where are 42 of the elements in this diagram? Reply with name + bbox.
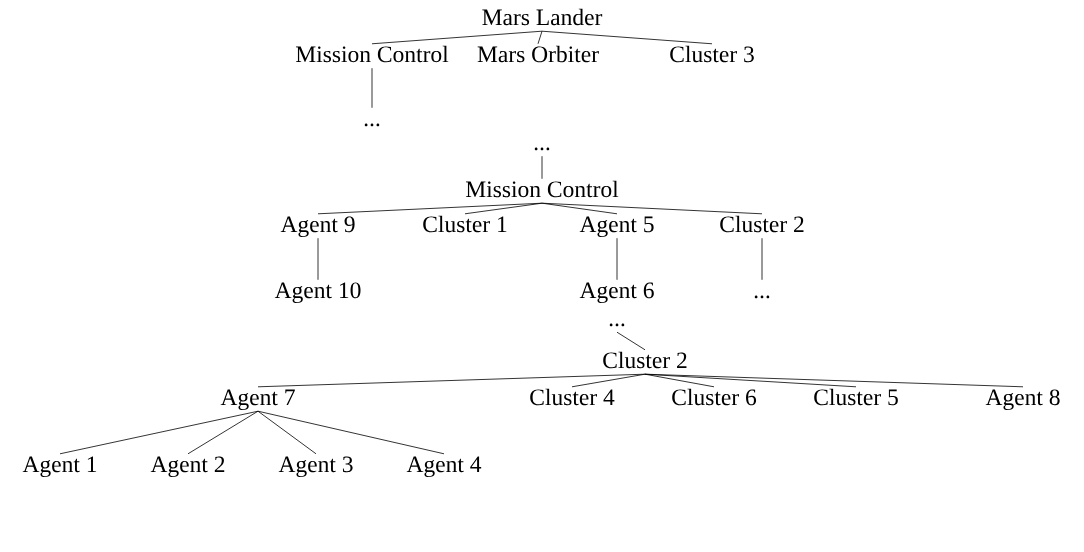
tree-line bbox=[371, 30, 543, 45]
tree-label: Mars Orbiter bbox=[477, 45, 599, 63]
tree-label: Agent 7 bbox=[220, 389, 295, 411]
tree-line bbox=[371, 67, 373, 109]
tree-label: ... bbox=[609, 323, 625, 327]
tree-label: Cluster 3 bbox=[670, 45, 754, 63]
tree-line bbox=[317, 237, 319, 281]
tree-label: Agent 5 bbox=[579, 216, 654, 238]
tree-label: Agent 9 bbox=[280, 216, 355, 238]
tree-label: Agent 3 bbox=[278, 456, 353, 478]
tree-line bbox=[644, 373, 1024, 388]
tree-line bbox=[541, 155, 543, 180]
tree-line bbox=[59, 410, 259, 455]
tree-line bbox=[257, 410, 445, 455]
tree-label: Cluster 2 bbox=[720, 215, 804, 233]
tree-label: Cluster 6 bbox=[672, 388, 757, 406]
tree-label: Cluster 5 bbox=[814, 388, 898, 406]
tree-line bbox=[616, 331, 646, 351]
tree-label: Mission Control bbox=[465, 180, 619, 198]
tree-line bbox=[537, 30, 543, 45]
tree-line bbox=[257, 410, 317, 455]
tree-label: Agent 4 bbox=[406, 456, 482, 478]
tree-label: ... bbox=[754, 295, 770, 299]
tree-label: Agent 6 bbox=[579, 282, 654, 304]
tree-label: Agent 1 bbox=[22, 456, 97, 478]
tree-line bbox=[761, 237, 763, 281]
tree-line bbox=[616, 237, 618, 281]
tree-label: Cluster 1 bbox=[423, 215, 507, 233]
tree-label: Agent 2 bbox=[150, 456, 225, 478]
tree-line bbox=[541, 30, 713, 45]
tree-label: Agent 8 bbox=[985, 389, 1060, 411]
tree-label: ... bbox=[364, 123, 380, 127]
tree-line bbox=[541, 202, 763, 215]
tree-line bbox=[464, 202, 543, 215]
tree-label: Mission Control bbox=[295, 45, 449, 63]
tree-label: ... bbox=[534, 147, 550, 151]
tree-line bbox=[187, 410, 259, 455]
tree-line bbox=[571, 373, 646, 388]
tree-label: Cluster 2 bbox=[603, 351, 687, 369]
tree-label: Mars Lander bbox=[482, 8, 603, 26]
tree-label: Cluster 4 bbox=[530, 388, 615, 406]
tree-label: Agent 10 bbox=[274, 282, 361, 304]
